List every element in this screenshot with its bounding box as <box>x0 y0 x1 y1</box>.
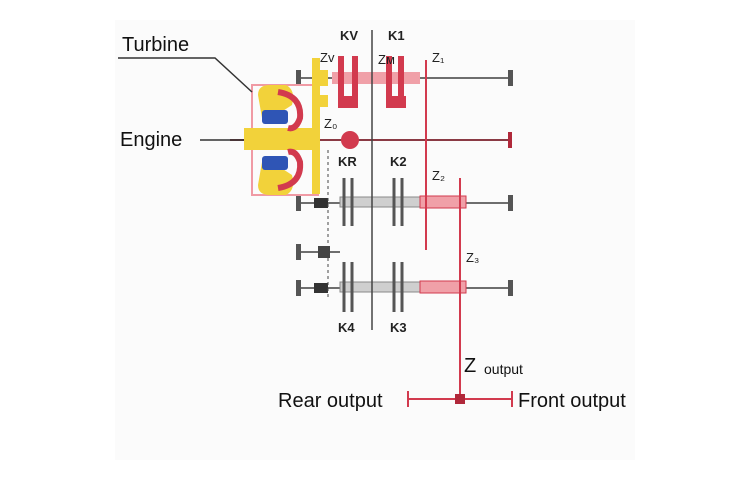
kr-label: KR <box>338 154 357 169</box>
k3-clutch <box>392 262 404 312</box>
k2-clutch <box>392 178 404 226</box>
k3-label: K3 <box>390 320 407 335</box>
kv-disc-left <box>338 56 344 108</box>
lower-left-gear <box>314 283 328 293</box>
front-output-label: Front output <box>518 390 626 412</box>
k4-clutch <box>342 262 354 312</box>
z3-label: Z₃ <box>466 250 479 265</box>
k1-label: K1 <box>388 28 405 43</box>
turbine-label: Turbine <box>122 34 189 56</box>
lower-cluster <box>314 246 467 312</box>
z1-label: Z₁ <box>432 50 445 65</box>
k2-label: K2 <box>390 154 407 169</box>
z-output-label: Z <box>464 355 476 377</box>
output-shaft <box>407 391 513 407</box>
yellow-gear-2 <box>318 95 328 107</box>
bearing-left-1 <box>296 70 301 86</box>
background-panel <box>115 20 635 460</box>
aux-gear <box>318 246 330 258</box>
bearing-left-2 <box>296 195 301 211</box>
k1-disc-right <box>398 56 404 108</box>
turbine-upper <box>277 89 304 132</box>
middle-left-gear <box>314 198 328 208</box>
upper-cluster <box>332 56 420 149</box>
bearing-right-1 <box>508 70 513 86</box>
turbine-leader <box>118 57 253 93</box>
bearing-left-3 <box>296 280 301 296</box>
z2-label: Z₂ <box>432 168 445 183</box>
zm-label: Zм <box>378 52 395 67</box>
k4-label: K4 <box>338 320 355 335</box>
pump-hub <box>244 128 316 150</box>
zv-gear-yellow <box>318 70 328 86</box>
kv-label: KV <box>340 28 358 43</box>
kr-clutch <box>342 178 354 226</box>
rear-output-label: Rear output <box>278 390 383 412</box>
bearing-left-aux <box>296 244 301 260</box>
z0-label: Z₀ <box>324 116 337 131</box>
stator-lower <box>262 156 288 170</box>
engine-label: Engine <box>120 129 182 151</box>
turbine-lower <box>277 148 304 191</box>
kv-disc-right <box>352 56 358 108</box>
converter-housing <box>251 84 319 196</box>
z3-gear-hub <box>419 280 467 294</box>
torque-converter <box>244 58 328 196</box>
bearing-right-2 <box>508 195 513 211</box>
k1-clutch <box>390 96 406 108</box>
bearing-right-3 <box>508 280 513 296</box>
k1-disc-left <box>386 56 392 108</box>
converter-output-shaft <box>312 58 320 194</box>
z2-gear-hub <box>419 195 467 209</box>
z-output-gear <box>455 394 465 404</box>
middle-cluster <box>314 178 467 226</box>
bearing-right-input <box>508 132 512 148</box>
bearings <box>296 70 513 296</box>
stator-upper <box>262 110 288 124</box>
transfer-lines <box>425 60 461 398</box>
upper-hollow-shaft <box>332 72 420 84</box>
kv-clutch <box>340 96 356 108</box>
zv-label: Zv <box>320 50 335 65</box>
z0-gear <box>341 131 359 149</box>
z-output-sub-label: output <box>484 361 523 377</box>
